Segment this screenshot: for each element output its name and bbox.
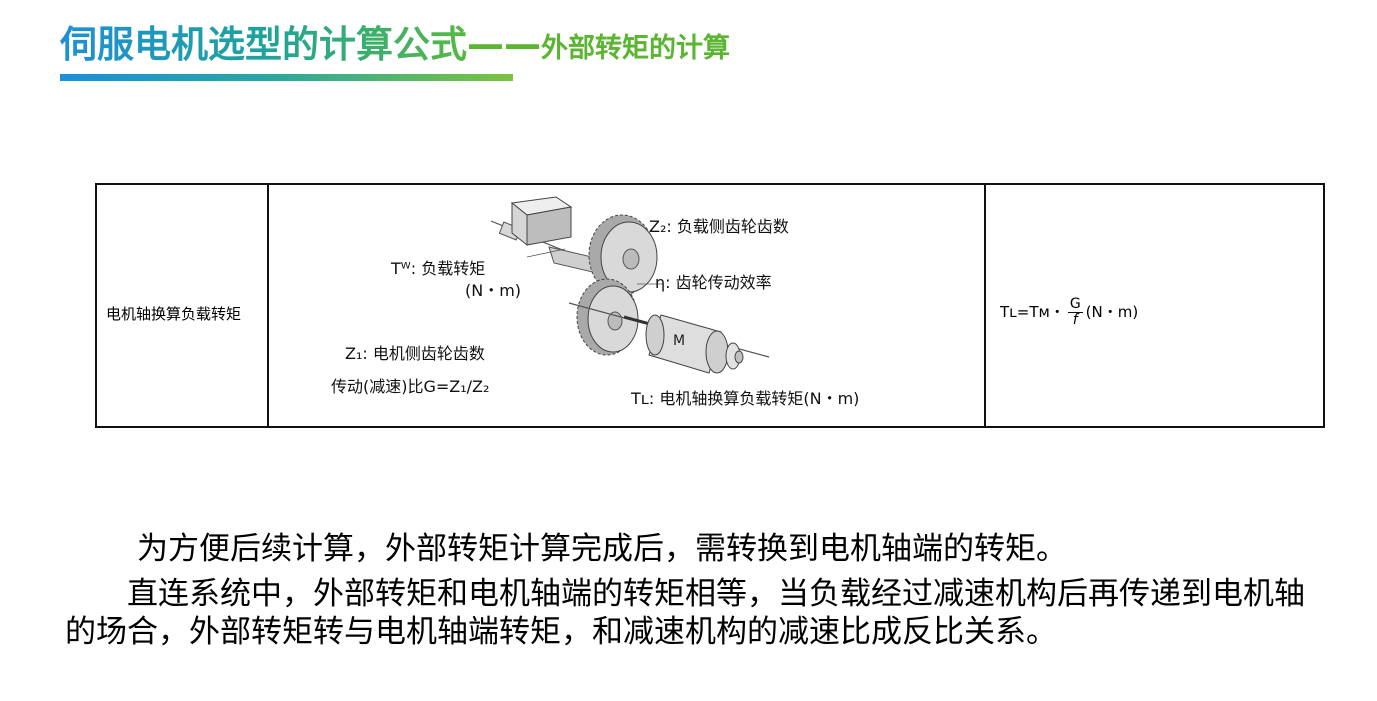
load-gear-icon	[588, 214, 658, 296]
formula-denominator: f	[1072, 312, 1078, 328]
label-eta: η: 齿轮传动效率	[655, 273, 772, 292]
motor-icon: M	[645, 314, 744, 374]
paragraph-2: 直连系统中，外部转矩和电机轴端的转矩相等，当负载经过减速机构后再传递到电机轴的场…	[65, 576, 1305, 650]
title-dash: ——	[467, 23, 541, 66]
motor-gear-icon	[576, 278, 639, 356]
label-tw: Tᵂ: 负载转矩	[391, 259, 486, 278]
label-z2: Z₂: 负载侧齿轮齿数	[649, 217, 789, 236]
title-underline-bar	[60, 74, 513, 81]
title-main: 伺服电机选型的计算公式	[60, 23, 467, 66]
load-box-icon	[510, 196, 573, 247]
gear-diagram: M	[490, 196, 770, 374]
label-z1: Z₁: 电机侧齿轮齿数	[345, 344, 485, 363]
table-cell-label: 电机轴换算负载转矩	[97, 185, 269, 426]
row-label: 电机轴换算负载转矩	[106, 305, 242, 323]
page-title: 伺服电机选型的计算公式——外部转矩的计算	[60, 14, 730, 68]
formula-table: 电机轴换算负载转矩	[95, 183, 1325, 428]
label-tw-unit: (N・m)	[465, 281, 522, 300]
title-subtitle: 外部转矩的计算	[541, 33, 730, 64]
formula-numerator: G	[1067, 296, 1083, 313]
formula-unit: (N・m)	[1085, 303, 1139, 321]
label-ratio: 传动(减速)比G=Z₁/Z₂	[331, 377, 490, 396]
table-cell-diagram: M Z₂: 负载侧齿轮齿数 Tᵂ: 负载转矩 (N・m) η: 齿轮传动效率 Z…	[269, 185, 986, 426]
formula-lhs: Tʟ=Tᴍ・	[1000, 303, 1065, 321]
label-tl: Tʟ: 电机轴换算负载转矩(N・m)	[631, 389, 860, 408]
paragraph-1: 为方便后续计算，外部转矩计算完成后，需转换到电机轴端的转矩。	[137, 531, 1067, 567]
motor-label: M	[673, 333, 685, 349]
